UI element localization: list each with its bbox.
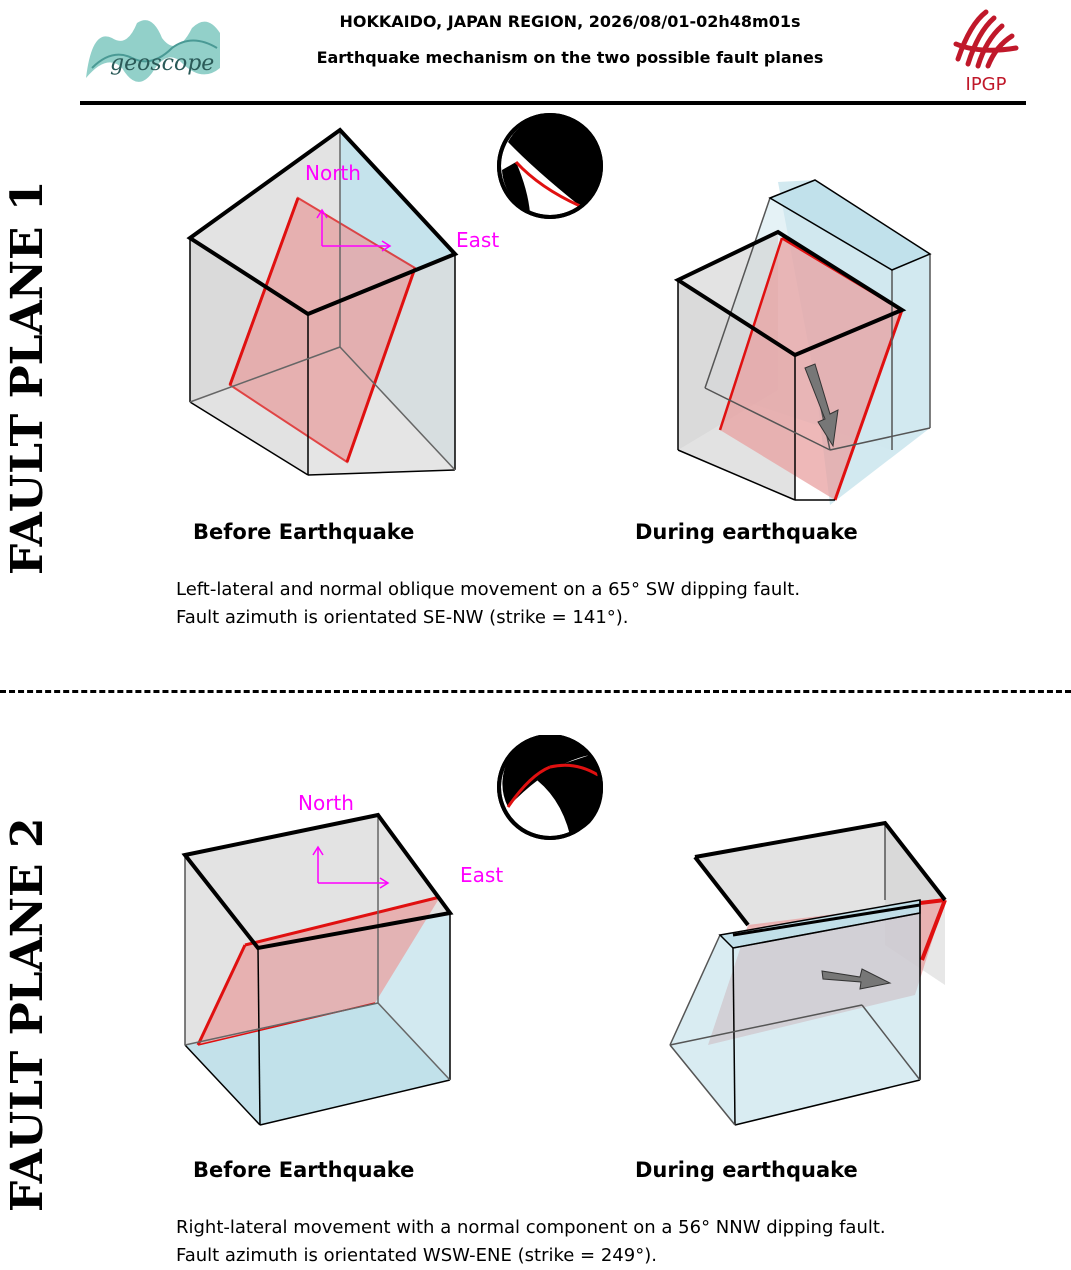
- page-title: HOKKAIDO, JAPAN REGION, 2026/08/01-02h48…: [339, 12, 801, 31]
- during-block: [669, 820, 947, 1126]
- before-caption-2: Before Earthquake: [193, 1158, 415, 1182]
- north-label: North: [298, 791, 354, 815]
- east-arrow-icon: [322, 240, 392, 252]
- beachball-icon: [497, 113, 603, 219]
- slip-arrow-icon: [821, 968, 892, 990]
- header-divider: [80, 101, 1026, 105]
- east-arrow-icon: [318, 877, 390, 889]
- east-label: East: [456, 228, 499, 252]
- geoscope-logo-text: geoscope: [110, 51, 214, 76]
- geoscope-logo: geoscope: [86, 20, 220, 82]
- description-1-line1: Left-lateral and normal oblique movement…: [176, 579, 801, 600]
- ipgp-logo-text: IPGP: [966, 74, 1007, 95]
- section-separator: [0, 690, 1071, 693]
- north-arrow-icon: [316, 208, 328, 246]
- description-1-line2: Fault azimuth is orientated SE-NW (strik…: [176, 607, 629, 628]
- fault-plane-1-label: FAULT PLANE 1: [2, 180, 53, 575]
- east-label: East: [460, 863, 503, 887]
- description-1: Left-lateral and normal oblique movement…: [176, 576, 800, 632]
- beachball-icon: [497, 735, 603, 840]
- ipgp-logo: IPGP: [953, 9, 1019, 95]
- before-block: North East: [181, 791, 503, 1126]
- fault-plane-1-diagram: North East: [186, 113, 932, 505]
- fault-plane-2-diagram: North East: [181, 735, 947, 1126]
- page-subtitle: Earthquake mechanism on the two possible…: [316, 48, 824, 67]
- during-caption-2: During earthquake: [635, 1158, 858, 1182]
- during-block: [673, 179, 932, 505]
- north-arrow-icon: [312, 845, 324, 883]
- description-2-line1: Right-lateral movement with a normal com…: [176, 1217, 886, 1238]
- before-caption-1: Before Earthquake: [193, 520, 415, 544]
- fault-plane-2-label: FAULT PLANE 2: [2, 817, 53, 1212]
- before-block: North East: [186, 127, 499, 476]
- during-caption-1: During earthquake: [635, 520, 858, 544]
- slip-arrow-icon: [804, 363, 839, 448]
- description-2: Right-lateral movement with a normal com…: [176, 1214, 886, 1270]
- description-2-line2: Fault azimuth is orientated WSW-ENE (str…: [176, 1245, 657, 1266]
- north-label: North: [305, 161, 361, 185]
